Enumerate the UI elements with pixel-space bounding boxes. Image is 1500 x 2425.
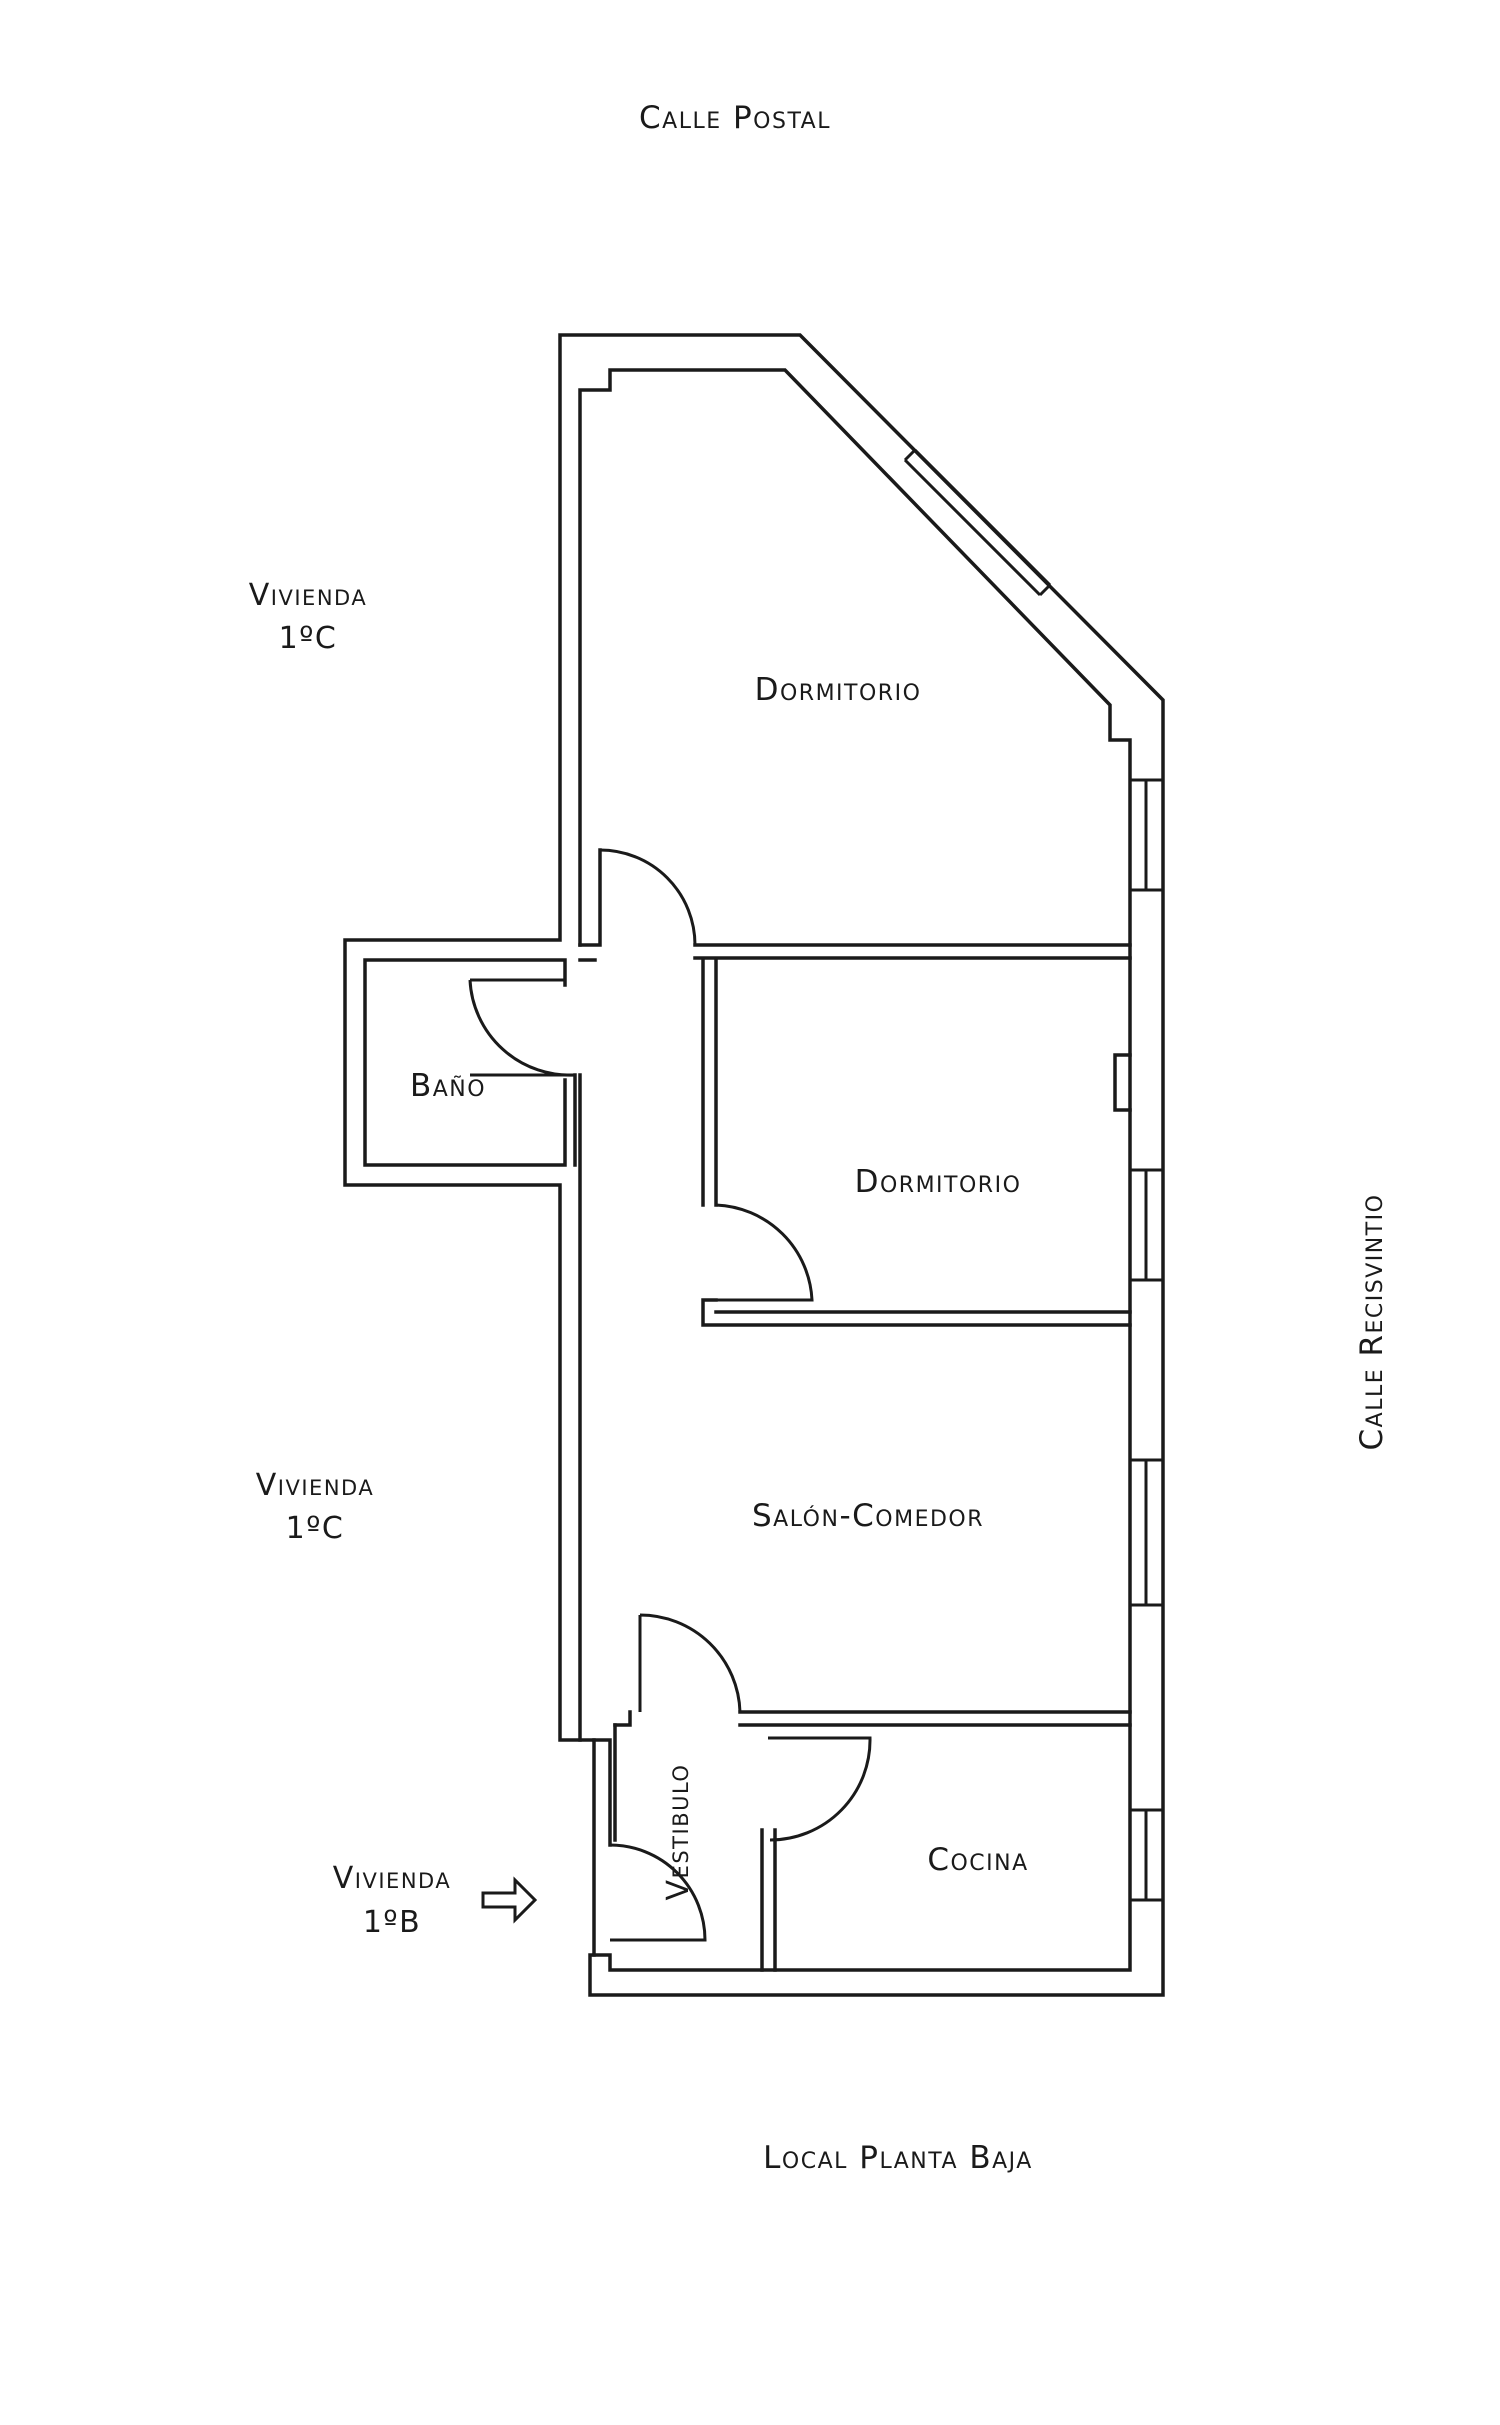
room-label-vestibulo: Vestibulo [661,1764,696,1901]
outer-wall [343,333,1165,1997]
window-dormitorio-1 [1130,778,1163,892]
door-cocina [768,1736,872,1842]
room-label-dormitorio-1: Dormitorio [755,672,922,708]
wall-bath-corridor [573,1073,582,1742]
inner-wall [578,368,1132,1972]
neighbor-label-2-line2: 1ºC [286,1511,345,1546]
wall-salon-cocina [613,1710,1132,1727]
wall-dorm1-left [578,848,602,962]
room-label-bano: Baño [410,1068,486,1104]
street-label-south: Local Planta Baja [763,2140,1033,2176]
door-dormitorio-2 [715,1203,814,1302]
wall-pier [1113,1053,1132,1112]
door-bano [468,978,576,1077]
window-diagonal [903,448,1052,597]
room-label-salon: Salón-Comedor [752,1498,984,1534]
neighbor-label-3-line2: 1ºB [363,1905,421,1940]
street-label-east: Calle Recisvintio [1354,1194,1390,1451]
neighbor-label-3-line1: Vivienda [333,1861,451,1896]
window-cocina [1130,1808,1163,1902]
door-salon [638,1613,742,1713]
neighbor-label-1-line2: 1ºC [279,621,338,656]
wall-dorm2-salon [701,1298,1132,1327]
arrow-right-icon [481,1876,538,1924]
wall-vestibulo-left [592,1723,617,1847]
window-salon [1130,1458,1163,1607]
window-dormitorio-2 [1130,1168,1163,1282]
door-dormitorio-1 [598,848,697,946]
door-entrada [609,1843,707,1942]
neighbor-label-1-line1: Vivienda [249,578,367,613]
neighbor-label-2-line1: Vivienda [256,1468,374,1503]
bathroom-walls [363,958,567,1167]
wall-vestibulo-cocina [760,1828,777,1972]
room-label-dormitorio-2: Dormitorio [855,1164,1022,1200]
wall-dorm1-dorm2 [693,943,1132,1207]
street-label-north: Calle Postal [639,100,831,136]
room-label-cocina: Cocina [927,1842,1028,1878]
